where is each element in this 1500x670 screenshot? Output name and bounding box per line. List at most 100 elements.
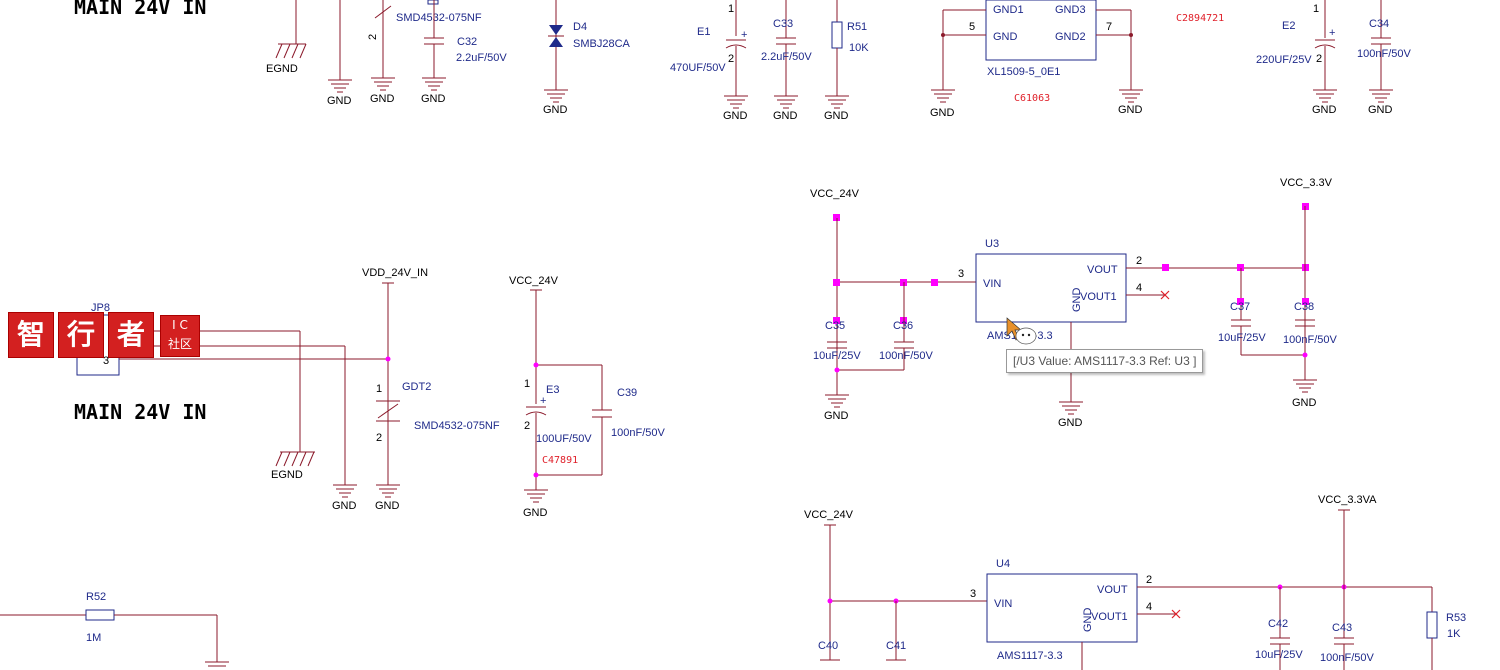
gnd-label: GND	[773, 110, 798, 122]
pin-number: 2	[1146, 574, 1152, 586]
r51-value: 10K	[849, 42, 869, 54]
c43-ref: C43	[1332, 622, 1352, 634]
c34-value: 100nF/50V	[1357, 48, 1411, 60]
gnd-label: GND	[824, 410, 849, 422]
component-tooltip: [/U3 Value: AMS1117-3.3 Ref: U3 ]	[1006, 349, 1204, 373]
jp8-pin: 3	[103, 355, 109, 367]
c39-value: 100nF/50V	[611, 427, 665, 439]
c33-value: 2.2uF/50V	[761, 51, 812, 63]
e1-ref: E1	[697, 26, 710, 38]
gdt2-ref: GDT2	[402, 381, 431, 393]
svg-text:+: +	[1329, 27, 1335, 39]
vcc24-label: VCC_24V	[804, 509, 854, 521]
r51-ref: R51	[847, 21, 867, 33]
c36-ref: C36	[893, 320, 913, 332]
gnd-label: GND	[375, 500, 400, 512]
vcc33a-label: VCC_3.3VA	[1318, 494, 1377, 506]
xl-lcsc: C61063	[1014, 93, 1050, 104]
vcc24-label: VCC_24V	[810, 188, 860, 200]
u3-ref: U3	[985, 238, 999, 250]
r53-value: 1K	[1447, 628, 1461, 640]
u4-vout: VOUT	[1097, 584, 1128, 596]
e2-value: 220UF/25V	[1256, 54, 1312, 66]
xl-pin-gnd3: GND3	[1055, 4, 1086, 16]
pin-number: 4	[1146, 601, 1152, 613]
heading-main-24v-mid: MAIN 24V IN	[74, 400, 206, 424]
e3-value: 100UF/50V	[536, 433, 592, 445]
c39-ref: C39	[617, 387, 637, 399]
u4-gnd: GND	[1082, 608, 1094, 633]
logo-char-1: 智	[8, 312, 54, 358]
xl1509-body[interactable]	[985, 0, 1097, 61]
u3-vin: VIN	[983, 278, 1001, 290]
pin-number: 2	[376, 432, 382, 444]
gdt2-value: SMD4532-075NF	[414, 420, 500, 432]
u3-body[interactable]	[975, 253, 1127, 323]
c38-ref: C38	[1294, 301, 1314, 313]
c37-value: 10uF/25V	[1218, 332, 1266, 344]
cursor-icon	[1006, 317, 1037, 345]
logo-ic: I C	[172, 318, 188, 332]
xl-pin5: 5	[969, 21, 975, 33]
r52-ref: R52	[86, 591, 106, 603]
pin-number: 2	[728, 53, 734, 65]
u4-body[interactable]	[986, 573, 1138, 643]
c35-value: 10uF/25V	[813, 350, 861, 362]
e3-lcsc: C47891	[542, 455, 578, 466]
c33-ref: C33	[773, 18, 793, 30]
gnd-label: GND	[543, 104, 568, 116]
gnd-label: GND	[1058, 417, 1083, 429]
logo-char-2: 行	[58, 312, 104, 358]
xl-pin-gnd: GND	[993, 31, 1018, 43]
u3-vout1: VOUT1	[1080, 291, 1117, 303]
gnd-label: GND	[1118, 104, 1143, 116]
gnd-label: GND	[1368, 104, 1393, 116]
vcc24-label: VCC_24V	[509, 275, 559, 287]
pin-number: 1	[376, 383, 382, 395]
xl-pin7: 7	[1106, 21, 1112, 33]
c38-value: 100nF/50V	[1283, 334, 1337, 346]
gnd-label: GND	[327, 95, 352, 107]
c43-value: 100nF/50V	[1320, 652, 1374, 664]
u4-vout1: VOUT1	[1091, 611, 1128, 623]
gnd-label: GND	[930, 107, 955, 119]
pin-number: 2	[1316, 53, 1322, 65]
jp8-ref: JP8	[91, 302, 110, 314]
vdd24in-label: VDD_24V_IN	[362, 267, 428, 279]
heading-main-24v-top: MAIN 24V IN	[74, 0, 206, 19]
e1-value: 470UF/50V	[670, 62, 726, 74]
c42-value: 10uF/25V	[1255, 649, 1303, 661]
e2-ref: E2	[1282, 20, 1295, 32]
vcc33-label: VCC_3.3V	[1280, 177, 1333, 189]
r52-value: 1M	[86, 632, 101, 644]
gnd-label: GND	[723, 110, 748, 122]
gnd-label: GND	[1312, 104, 1337, 116]
c37-ref: C37	[1230, 301, 1250, 313]
pin-number: 1	[524, 378, 530, 390]
pin-number: 3	[970, 588, 976, 600]
pin-number: 3	[958, 268, 964, 280]
xl-value: XL1509-5_0E1	[987, 66, 1060, 78]
gnd-label: GND	[421, 93, 446, 105]
gnd-label: GND	[824, 110, 849, 122]
d4-value: SMBJ28CA	[573, 38, 631, 50]
c36-value: 100nF/50V	[879, 350, 933, 362]
xl-pin-gnd1: GND1	[993, 4, 1024, 16]
gnd-label: GND	[523, 507, 548, 519]
smd-top-value: SMD4532-075NF	[396, 12, 482, 24]
pin-number: 2	[524, 420, 530, 432]
svg-text:+: +	[540, 395, 546, 407]
gnd-label: GND	[1292, 397, 1317, 409]
c35-ref: C35	[825, 320, 845, 332]
lcsc-top: C2894721	[1176, 13, 1224, 24]
c40-ref: C40	[818, 640, 838, 652]
egnd-symbol-top[interactable]	[275, 0, 307, 59]
u4-ref: U4	[996, 558, 1010, 570]
pin-number: 2	[367, 34, 379, 40]
c32-value: 2.2uF/50V	[456, 52, 507, 64]
logo-badge: I C 社区	[160, 315, 200, 357]
u3-vout: VOUT	[1087, 264, 1118, 276]
egnd-label-top: EGND	[266, 63, 298, 75]
